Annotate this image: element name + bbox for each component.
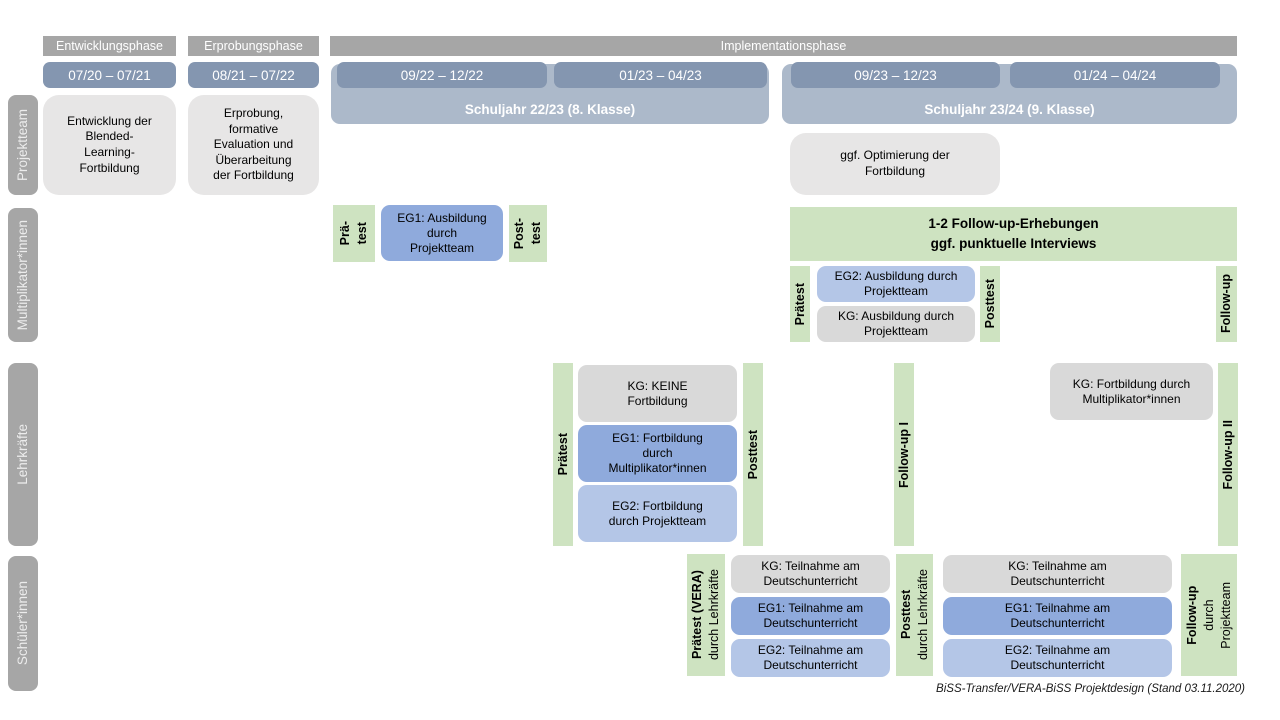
date-bar-0123-0423: 01/23 – 04/23 xyxy=(554,62,767,88)
date-bar-0923-1223: 09/23 – 12/23 xyxy=(791,62,1000,88)
box-eg2-teilnahme-1: EG2: Teilnahme am Deutschunterricht xyxy=(731,639,890,677)
posttest-column-multiplikatoren: Post- test xyxy=(509,205,547,262)
date-bar-0922-1222: 09/22 – 12/22 xyxy=(337,62,547,88)
box-eg2-fortbildung-projektteam: EG2: Fortbildung durch Projektteam xyxy=(578,485,737,542)
box-eg1-teilnahme-2: EG1: Teilnahme am Deutschunterricht xyxy=(943,597,1172,635)
date-bar-0124-0424: 01/24 – 04/24 xyxy=(1010,62,1220,88)
phase-bar-implementation: Implementationsphase xyxy=(330,36,1237,56)
posttest-column-schueler: Posttest durch Lehrkräfte xyxy=(896,554,933,676)
row-label-multiplikatoren-text: Multiplikator*innen xyxy=(14,219,30,331)
followup2-column-lehrkraefte: Follow-up II xyxy=(1218,363,1238,546)
box-kg-ausbildung-projektteam: KG: Ausbildung durch Projektteam xyxy=(817,306,975,342)
box-erprobung-evaluation: Erprobung, formative Evaluation und Über… xyxy=(188,95,319,195)
followup1-column-lehrkraefte: Follow-up I xyxy=(894,363,914,546)
box-eg2-ausbildung-projektteam: EG2: Ausbildung durch Projektteam xyxy=(817,266,975,302)
box-eg1-fortbildung-multiplikatoren: EG1: Fortbildung durch Multiplikator*inn… xyxy=(578,425,737,482)
followup1-column-lehrkraefte-text: Follow-up I xyxy=(896,421,911,488)
posttest-column-multiplikatoren-text: Post- test xyxy=(512,217,543,250)
posttest-column-lehrkraefte: Posttest xyxy=(743,363,763,546)
posttest-column-lehrkraefte-text: Posttest xyxy=(745,429,760,480)
row-label-projektteam: Projektteam xyxy=(8,95,38,195)
bar-followup-erhebungen: 1-2 Follow-up-Erhebungen ggf. punktuelle… xyxy=(790,207,1237,261)
row-label-multiplikatoren: Multiplikator*innen xyxy=(8,208,38,342)
row-label-lehrkraefte: Lehrkräfte xyxy=(8,363,38,546)
box-optimierung-fortbildung: ggf. Optimierung der Fortbildung xyxy=(790,133,1000,195)
box-kg-teilnahme-1: KG: Teilnahme am Deutschunterricht xyxy=(731,555,890,593)
praetest-column-multiplikatoren-text: Prä- test xyxy=(338,221,369,246)
box-kg-keine-fortbildung: KG: KEINE Fortbildung xyxy=(578,365,737,422)
date-bar-0720-0721: 07/20 – 07/21 xyxy=(43,62,176,88)
phase-bar-entwicklung: Entwicklungsphase xyxy=(43,36,176,56)
praetest-column-lehrkraefte-text: Prätest xyxy=(555,433,570,476)
phase-bar-erprobung: Erprobungsphase xyxy=(188,36,319,56)
followup-column-multiplikatoren-text: Follow-up xyxy=(1219,274,1234,334)
schoolyear-label-23-24: Schuljahr 23/24 (9. Klasse) xyxy=(924,101,1095,117)
praetest2-column-multiplikatoren-text: Prätest xyxy=(792,282,807,326)
box-eg1-teilnahme-1: EG1: Teilnahme am Deutschunterricht xyxy=(731,597,890,635)
posttest-column-schueler-text: Posttest durch Lehrkräfte xyxy=(898,569,930,661)
praetest2-column-multiplikatoren: Prätest xyxy=(790,266,810,342)
followup2-column-lehrkraefte-text: Follow-up II xyxy=(1220,419,1235,490)
posttest2-column-multiplikatoren-text: Posttest xyxy=(982,279,997,329)
followup-column-schueler: Follow-up durch Projektteam xyxy=(1181,554,1237,676)
box-entwicklung-fortbildung: Entwicklung der Blended- Learning- Fortb… xyxy=(43,95,176,195)
row-label-projektteam-text: Projektteam xyxy=(14,108,30,182)
posttest2-column-multiplikatoren: Posttest xyxy=(980,266,1000,342)
box-eg1-ausbildung-projektteam: EG1: Ausbildung durch Projektteam xyxy=(381,205,503,261)
schoolyear-label-22-23: Schuljahr 22/23 (8. Klasse) xyxy=(464,101,636,117)
date-bar-0821-0722: 08/21 – 07/22 xyxy=(188,62,319,88)
praetest-column-lehrkraefte: Prätest xyxy=(553,363,573,546)
row-label-schueler-text: Schüler*innen xyxy=(14,581,30,666)
praetest-vera-column-schueler-text: Prätest (VERA) durch Lehrkräfte xyxy=(690,569,721,661)
followup-column-schueler-text: Follow-up durch Projektteam xyxy=(1184,581,1233,649)
followup-column-multiplikatoren: Follow-up xyxy=(1216,266,1237,342)
box-eg2-teilnahme-2: EG2: Teilnahme am Deutschunterricht xyxy=(943,639,1172,677)
box-kg-fortbildung-multiplikatoren: KG: Fortbildung durch Multiplikator*inne… xyxy=(1050,363,1213,420)
praetest-vera-column-schueler: Prätest (VERA) durch Lehrkräfte xyxy=(687,554,725,676)
praetest-column-multiplikatoren: Prä- test xyxy=(333,205,375,262)
row-label-schueler: Schüler*innen xyxy=(8,556,38,691)
row-label-lehrkraefte-text: Lehrkräfte xyxy=(14,424,30,485)
footer-caption: BiSS-Transfer/VERA-BiSS Projektdesign (S… xyxy=(936,683,1245,695)
box-kg-teilnahme-2: KG: Teilnahme am Deutschunterricht xyxy=(943,555,1172,593)
